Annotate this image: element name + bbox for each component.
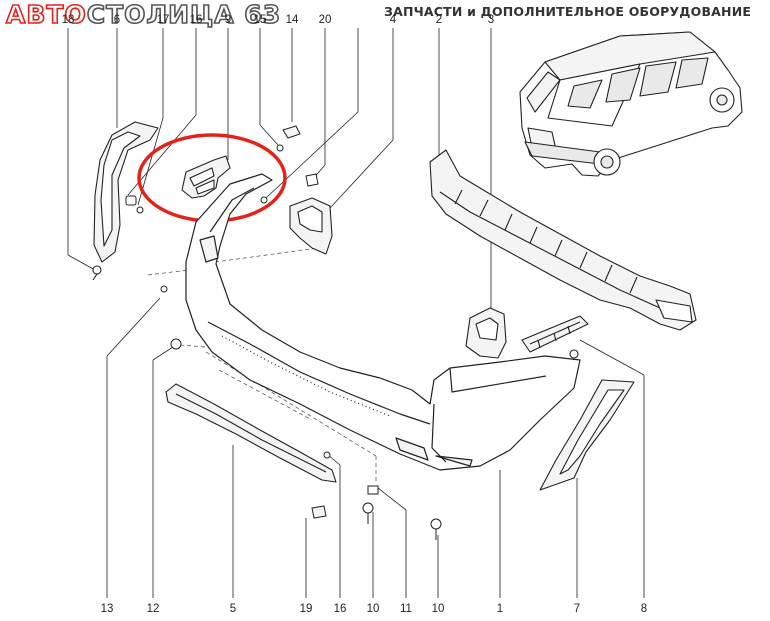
callout-11: 11: [400, 603, 412, 615]
callout-16-top: 16: [190, 14, 203, 26]
assembly-lines: [147, 247, 377, 484]
part-8-guide: [521, 315, 589, 359]
part-left-side-bracket: [92, 121, 159, 281]
brand-name-gray: СТОЛИЦА 63: [86, 0, 282, 29]
part-9-guide: [181, 155, 231, 199]
part-1-bumper: [185, 173, 581, 471]
callout-18: 18: [62, 14, 75, 26]
callouts-top: 18 6 17 16 9 15 14 20 4 2 3: [62, 14, 495, 26]
part-17-clip: [125, 195, 144, 214]
callout-9: 9: [225, 14, 231, 26]
part-2-beam: [429, 149, 697, 331]
leader-lines-bottom: [106, 297, 645, 598]
car-illustration: [519, 31, 743, 177]
callout-2: 2: [436, 14, 442, 26]
leader-lines-top: [67, 28, 492, 318]
callout-19: 19: [300, 603, 313, 615]
part-4-bracket: [289, 197, 333, 255]
callout-17: 17: [157, 14, 170, 26]
callout-7: 7: [574, 603, 580, 615]
brand-header: АВТОСТОЛИЦА 63: [5, 0, 282, 29]
part-fasteners-top: [260, 125, 319, 204]
callout-10-a: 10: [367, 603, 380, 615]
callout-15: 15: [254, 14, 267, 26]
callout-3: 3: [488, 14, 494, 26]
callout-14: 14: [286, 14, 299, 26]
callout-12: 12: [147, 603, 160, 615]
part-3-bracket: [465, 307, 507, 359]
part-5-diffuser: [165, 383, 337, 483]
part-7-trim: [539, 379, 635, 491]
callout-6: 6: [114, 14, 120, 26]
callout-20: 20: [319, 14, 332, 26]
callout-16-bottom: 16: [334, 603, 347, 615]
brand-name-red: АВТО: [5, 0, 87, 29]
callout-10-b: 10: [432, 603, 445, 615]
callout-1: 1: [497, 603, 503, 615]
brand-logo: АВТОСТОЛИЦА 63: [5, 0, 282, 29]
callout-5: 5: [230, 603, 236, 615]
callouts-bottom: 13 12 5 19 16 10 11 10 1 7 8: [101, 603, 648, 615]
callout-8: 8: [641, 603, 647, 615]
part-fasteners-bottom: [160, 285, 442, 540]
callout-13: 13: [101, 603, 114, 615]
brand-subtitle: ЗАПЧАСТИ и ДОПОЛНИТЕЛЬНОЕ ОБОРУДОВАНИЕ: [384, 4, 752, 19]
callout-4: 4: [390, 14, 397, 26]
